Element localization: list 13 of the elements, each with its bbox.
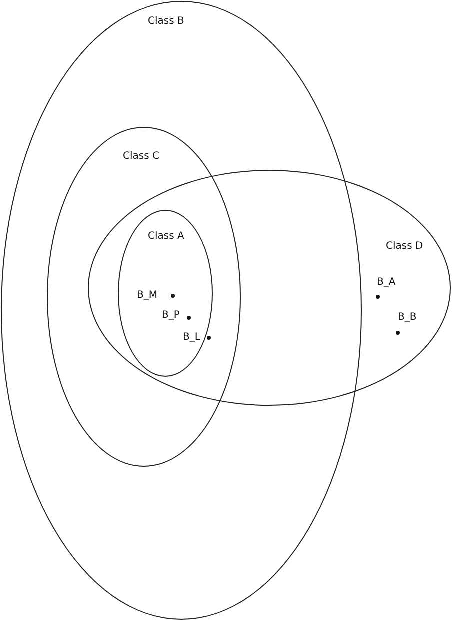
set-ellipse	[47, 127, 241, 467]
set-ellipse	[88, 170, 451, 406]
set-ellipse	[118, 210, 213, 377]
set-label: Class A	[148, 231, 184, 243]
set-label: Class D	[386, 241, 424, 253]
set-label: Class B	[148, 16, 184, 28]
point-label: B_L	[183, 332, 200, 344]
point-label: B_A	[377, 277, 396, 289]
point-label: B_M	[137, 290, 158, 302]
point-label: B_B	[398, 312, 417, 324]
set-label: Class C	[123, 151, 160, 163]
point-label: B_P	[162, 310, 180, 322]
set-ellipse	[1, 1, 362, 620]
